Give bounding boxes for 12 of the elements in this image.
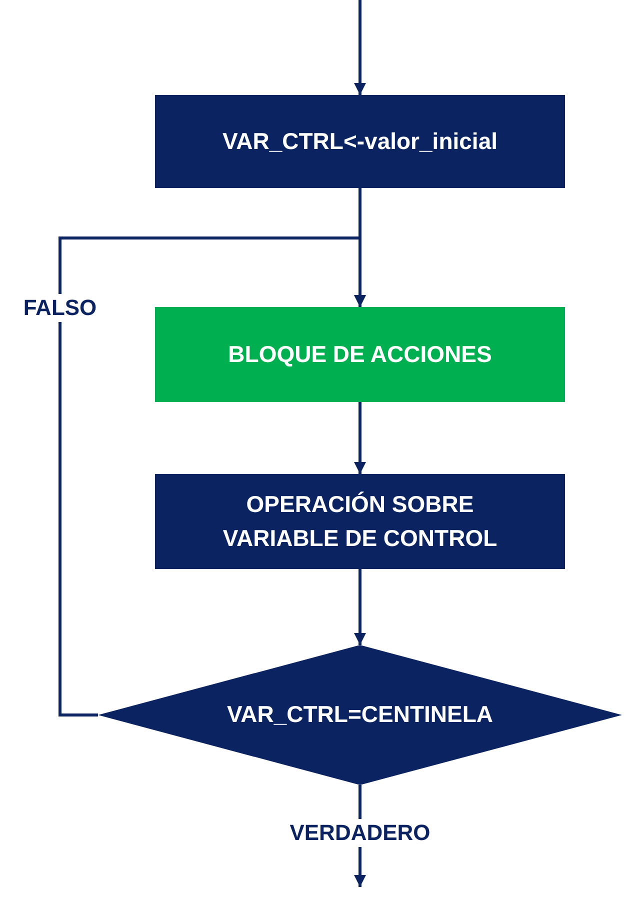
node-label: BLOQUE DE ACCIONES — [227, 340, 493, 369]
node-label: VAR_CTRL<-valor_inicial — [221, 126, 498, 156]
process-box — [155, 307, 565, 402]
arrow — [354, 569, 366, 645]
arrow — [354, 402, 366, 474]
node-label: OPERACIÓN SOBRE VARIABLE DE CONTROL — [222, 490, 498, 552]
edge-label: VERDADERO — [288, 819, 432, 847]
arrow — [58, 236, 366, 716]
node-label: VAR_CTRL=CENTINELA — [226, 700, 494, 730]
arrow — [354, 0, 366, 95]
process-box — [155, 474, 565, 569]
process-box — [155, 95, 565, 188]
